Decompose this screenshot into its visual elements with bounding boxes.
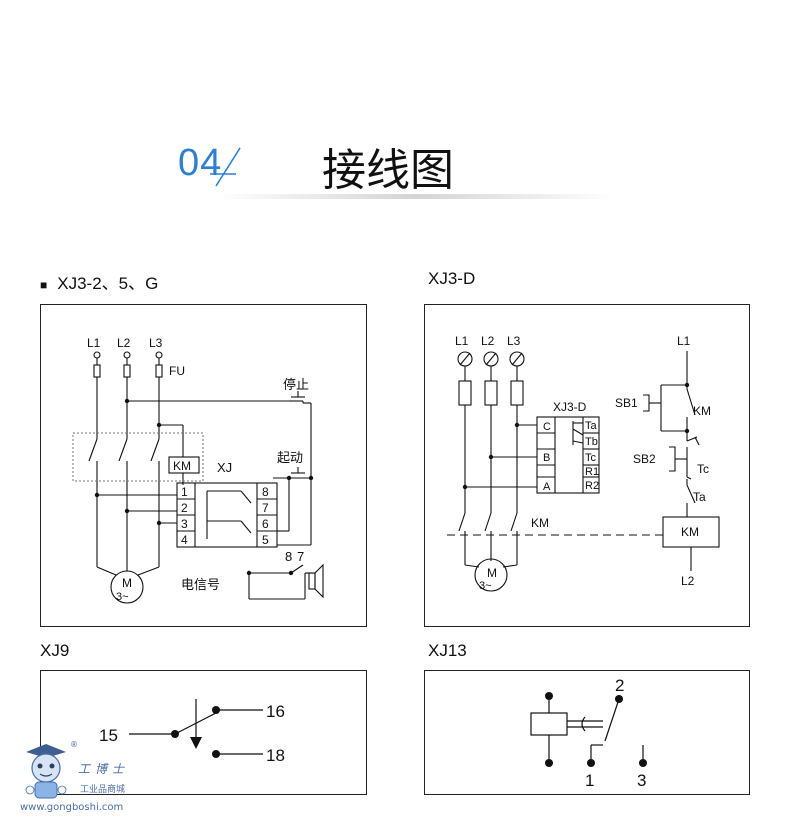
motor-phase-label: 3~ (479, 580, 492, 592)
diagram-panel-xj9: 15 16 18 (40, 670, 367, 795)
label-n8: 8 (285, 549, 292, 564)
label-signal: 电信号 (181, 577, 220, 592)
terminal-5: 5 (262, 533, 269, 547)
label-km-contact: KM (693, 404, 711, 418)
label-l3: L3 (149, 336, 163, 350)
terminal-15: 15 (99, 726, 118, 745)
terminal-tb: Tb (585, 436, 598, 448)
label-stop: 停止 (283, 377, 309, 392)
label-start: 起动 (277, 450, 303, 465)
label-ctrl-l1: L1 (677, 334, 691, 348)
section-title-xj3-d: XJ3-D (428, 269, 476, 288)
terminal-7: 7 (262, 501, 269, 515)
section-title-xj13: XJ13 (428, 641, 467, 660)
terminal-3: 3 (181, 517, 188, 531)
title-underline (216, 194, 616, 199)
section-number: 04 (178, 142, 248, 192)
label-l2: L2 (481, 334, 495, 348)
mascot-icon (25, 744, 67, 799)
section-title-xj3-2-text: XJ3-2、5、G (57, 274, 159, 293)
slash-icon (210, 147, 241, 187)
terminal-8: 8 (262, 485, 269, 499)
label-l1: L1 (455, 334, 469, 348)
label-km: KM (173, 459, 191, 473)
watermark-sub: 工业品商城 (80, 785, 126, 795)
watermark-url: www.gongboshi.com (20, 802, 124, 813)
wiring-diagram-xj13: 2 1 3 (530, 676, 647, 790)
terminal-b: B (543, 452, 550, 464)
terminal-r1: R1 (585, 466, 599, 478)
terminal-18: 18 (266, 746, 285, 765)
wiring-diagram-xj3-d: L1 L2 L3 XJ3-D C B A Ta Tb Tc R1 R2 KM M… (447, 334, 720, 592)
terminal-1: 1 (181, 485, 188, 499)
label-ta-contact: Ta (693, 490, 706, 504)
label-sb1: SB1 (615, 396, 638, 410)
terminal-tc: Tc (585, 452, 597, 464)
wiring-diagram-xj3-2: L1 L2 L3 FU 停止 起动 KM XJ 1 2 3 4 8 7 6 5 … (72, 336, 324, 604)
label-fu: FU (169, 364, 185, 378)
motor-label: M (122, 576, 132, 590)
label-ctrl-l2: L2 (681, 574, 695, 588)
label-km-coil: KM (681, 525, 699, 539)
motor-phase-label: 3~ (116, 591, 129, 603)
terminal-r2: R2 (585, 480, 599, 492)
diagram-panel-xj13: 2 1 3 (424, 670, 750, 795)
label-relay: XJ3-D (553, 400, 587, 414)
terminal-ta: Ta (585, 420, 598, 432)
terminal-3: 3 (637, 771, 646, 790)
label-l3: L3 (507, 334, 521, 348)
label-l1: L1 (87, 336, 101, 350)
registered-mark: ® (70, 740, 78, 749)
section-title-xj3-2: ■ XJ3-2、5、G (40, 269, 158, 294)
terminal-c: C (543, 421, 551, 433)
watermark-brand: 工博士 (78, 762, 130, 776)
label-tc-contact: Tc (697, 462, 709, 476)
label-xj: XJ (217, 460, 232, 475)
terminal-2: 2 (181, 501, 188, 515)
diagram-panel-xj3-2: L1 L2 L3 FU 停止 起动 KM XJ 1 2 3 4 8 7 6 5 … (40, 304, 367, 627)
terminal-6: 6 (262, 517, 269, 531)
section-title-xj9: XJ9 (40, 641, 70, 660)
terminal-2: 2 (615, 676, 624, 695)
motor-label: M (487, 566, 497, 580)
page-title: 接线图 (322, 145, 454, 196)
label-km: KM (531, 516, 549, 530)
watermark-logo: ® 工博士 工业品商城 www.gongboshi.com (18, 738, 148, 822)
wiring-diagram-xj9: 15 16 18 (99, 699, 285, 765)
bullet-icon: ■ (40, 278, 48, 292)
terminal-16: 16 (266, 702, 285, 721)
section-number-text: 04 (178, 142, 223, 184)
label-l2: L2 (117, 336, 131, 350)
terminal-4: 4 (181, 533, 188, 547)
label-n7: 7 (297, 549, 304, 564)
diagram-panel-xj3-d: L1 L2 L3 XJ3-D C B A Ta Tb Tc R1 R2 KM M… (424, 304, 750, 627)
terminal-1: 1 (585, 771, 594, 790)
terminal-a: A (543, 481, 551, 493)
label-sb2: SB2 (633, 452, 656, 466)
